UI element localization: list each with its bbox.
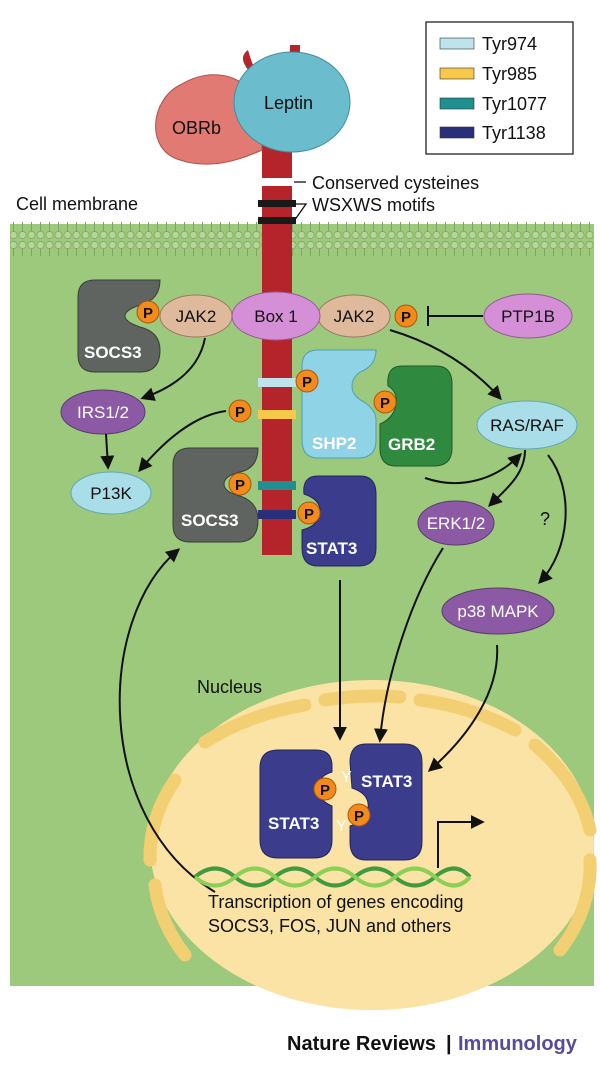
arrow-irs-to-p13k <box>100 433 115 470</box>
wsxws-label: WSXWS motifs <box>312 195 435 215</box>
arrow-erk-to-dimer <box>373 547 444 743</box>
nucleus-label: Nucleus <box>197 677 262 697</box>
phospho-sites: P P P P P P P P P <box>136 300 418 827</box>
obrb-label: OBRb <box>172 118 221 138</box>
p-tyr974-label: P <box>302 374 312 391</box>
p-grb2 <box>373 390 397 414</box>
erk <box>417 500 495 546</box>
arrow-transcription-start <box>437 815 485 868</box>
p-jak2-right <box>394 304 418 328</box>
stat3-dimer-a-label: STAT3 <box>361 772 412 791</box>
box1 <box>231 291 321 341</box>
transcription-line1: Transcription of genes encoding <box>208 892 464 912</box>
shp2-label: SHP2 <box>312 434 356 453</box>
stat3-dimer-b-label: STAT3 <box>268 814 319 833</box>
grb2: GRB2 <box>379 365 453 467</box>
p38 <box>441 587 555 635</box>
legend-label-tyr1077: Tyr1077 <box>482 94 547 114</box>
legend-label-tyr974: Tyr974 <box>482 34 537 54</box>
arrow-jak2-to-rasraf <box>389 329 502 401</box>
jak2-right-label: JAK2 <box>334 307 375 326</box>
p-tyr985-label: P <box>235 404 245 421</box>
leptin-label: Leptin <box>264 93 313 113</box>
p-tyr1138-label: P <box>304 506 314 523</box>
legend-label-tyr1138: Tyr1138 <box>482 123 546 143</box>
arrow-rasraf-to-erk <box>488 449 526 507</box>
arrow-transcription-to-socs3 <box>118 548 216 893</box>
p-dimer-b-label: P <box>354 808 364 825</box>
legend-swatch-tyr985 <box>439 67 475 80</box>
arrow-jak2-to-irs <box>140 337 206 401</box>
conserved-cysteines-label: Conserved cysteines <box>312 173 479 193</box>
box1-label: Box 1 <box>254 307 297 326</box>
grb2-label: GRB2 <box>388 435 435 454</box>
cell-membrane-label: Cell membrane <box>16 194 138 214</box>
legend-label-tyr985: Tyr985 <box>482 64 537 84</box>
p-dimer-b <box>347 803 371 827</box>
wsxws-leader <box>293 203 308 222</box>
transcription-line2: SOCS3, FOS, JUN and others <box>208 916 451 936</box>
ptp1b <box>483 293 573 339</box>
legend-swatch-tyr974 <box>439 37 475 50</box>
irs <box>60 389 146 435</box>
rasraf <box>476 400 578 450</box>
irs-label: IRS1/2 <box>77 403 129 422</box>
leptin-ligand <box>233 51 351 153</box>
y-residue-b: Y <box>336 818 347 835</box>
jak2-left-label: JAK2 <box>176 307 217 326</box>
legend-swatch-tyr1138 <box>439 126 475 139</box>
p-tyr1138 <box>297 501 321 525</box>
p-dimer-a <box>313 777 337 801</box>
pathway-arrows <box>100 329 567 893</box>
p-socs3-top-label: P <box>143 305 153 322</box>
p13k-label: P13K <box>90 484 132 503</box>
socs3-top: SOCS3 <box>77 279 161 373</box>
stat3-mid-label: STAT3 <box>306 539 357 558</box>
footer-section: Immunology <box>458 1033 578 1055</box>
p13k <box>70 471 152 515</box>
stat3-mid: STAT3 <box>301 475 377 567</box>
socs3-mid-label: SOCS3 <box>181 511 239 530</box>
p-tyr1077 <box>228 472 252 496</box>
arrow-p38-to-dimer <box>427 644 499 772</box>
footer-separator: | <box>446 1033 452 1055</box>
arrow-rasraf-to-p38 <box>538 454 567 585</box>
rasraf-label: RAS/RAF <box>490 416 564 435</box>
arrow-tyr985-to-p13k <box>138 410 227 473</box>
arrow-grb2-to-rasraf <box>424 453 522 485</box>
ptp1b-label: PTP1B <box>501 307 555 326</box>
p38-label: p38 MAPK <box>457 602 539 621</box>
question-mark: ? <box>540 509 550 529</box>
legend: Tyr974 Tyr985 Tyr1077 Tyr1138 <box>425 21 574 155</box>
p-tyr1077-label: P <box>235 477 245 494</box>
erk-label: ERK1/2 <box>427 514 486 533</box>
p-dimer-a-label: P <box>320 782 330 799</box>
socs3-mid: SOCS3 <box>172 447 259 543</box>
cell-membrane <box>10 222 594 256</box>
p-tyr974 <box>295 369 319 393</box>
shp2: SHP2 <box>301 349 377 459</box>
legend-swatch-tyr1077 <box>439 97 475 110</box>
stat3-dimer: STAT3 STAT3 Y Y <box>259 743 423 861</box>
p-tyr985 <box>228 399 252 423</box>
footer-journal: Nature Reviews <box>287 1033 436 1055</box>
dna-helix <box>193 866 472 888</box>
y-residue-a: Y <box>341 769 352 786</box>
p-socs3-top <box>136 300 160 324</box>
socs3-top-label: SOCS3 <box>84 343 142 362</box>
p-grb2-label: P <box>380 395 390 412</box>
p-jak2-right-label: P <box>401 309 411 326</box>
